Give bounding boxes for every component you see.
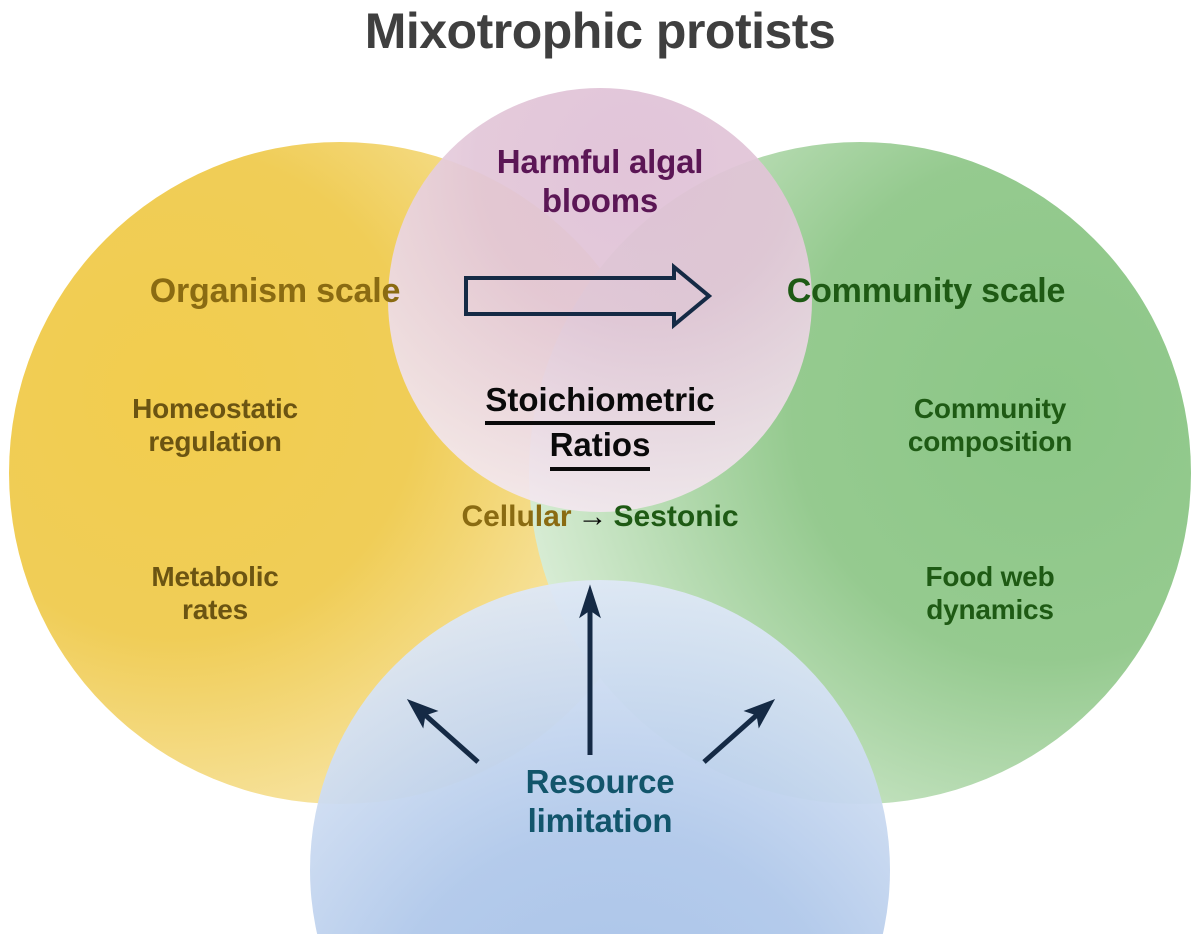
organism-item-metabolic-rates: Metabolic rates bbox=[151, 561, 279, 626]
circle-label-harmful-algal-blooms: Harmful algal blooms bbox=[496, 143, 704, 219]
center-heading-line-1: Stoichiometric bbox=[485, 380, 715, 426]
circle-label-resource-limitation: Resource limitation bbox=[525, 763, 675, 839]
community-item-food-web-dynamics: Food web dynamics bbox=[925, 561, 1055, 626]
community-item-community-composition: Community composition bbox=[907, 393, 1073, 458]
circle-harmful-algal-blooms bbox=[388, 88, 812, 512]
center-heading-line-2: Ratios bbox=[549, 425, 651, 471]
center-heading: Stoichiometric Ratios bbox=[400, 380, 800, 471]
circle-resource-limitation bbox=[310, 580, 890, 934]
circle-label-community-scale: Community scale bbox=[786, 272, 1066, 310]
flow-source-cellular: Cellular bbox=[461, 500, 572, 533]
flow-arrow-icon: → bbox=[577, 500, 608, 533]
flow-target-sestonic: Sestonic bbox=[613, 500, 739, 533]
page-title: Mixotrophic protists bbox=[364, 3, 836, 59]
organism-item-homeostatic-regulation: Homeostatic regulation bbox=[132, 393, 298, 458]
organism-to-community-block-arrow bbox=[464, 262, 713, 330]
resource-to-center-arrow bbox=[579, 584, 601, 755]
resource-to-community-arrow bbox=[702, 699, 776, 764]
circle-label-organism-scale: Organism scale bbox=[149, 272, 401, 310]
resource-arrows bbox=[406, 584, 776, 764]
center-flow-line: Cellular→Sestonic bbox=[400, 500, 800, 534]
resource-to-organism-arrow bbox=[406, 699, 480, 764]
